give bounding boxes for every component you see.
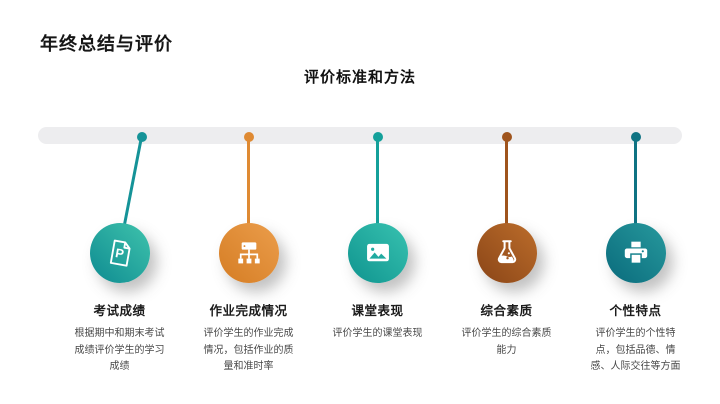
homework-completion-circle — [218, 223, 279, 283]
printer-icon — [624, 241, 647, 265]
document-p-icon: P — [109, 239, 131, 267]
exam-scores-circle: P — [89, 223, 150, 283]
pendulum-line — [634, 137, 637, 230]
item-personality-traits: 个性特点 评价学生的个性特点，包括品德、情感、人际交往等方面 — [571, 0, 700, 404]
item-title: 考试成绩 — [93, 304, 146, 318]
item-description: 评价学生的综合素质能力 — [461, 328, 552, 356]
flask-icon — [497, 240, 516, 264]
item-title: 课堂表现 — [351, 304, 404, 318]
page-title: 年终总结与评价 — [40, 34, 173, 54]
personality-traits-circle — [605, 223, 666, 283]
evaluation-items: P 考试成绩 根据期中和期末考试成绩评价学生的学习成绩 作业完成情况 评价学生的… — [55, 0, 700, 404]
svg-text:P: P — [114, 246, 125, 261]
item-homework-completion: 作业完成情况 评价学生的作业完成情况，包括作业的质量和准时率 — [184, 0, 313, 404]
sitemap-icon — [237, 242, 260, 264]
item-exam-scores: P 考试成绩 根据期中和期末考试成绩评价学生的学习成绩 — [55, 0, 184, 404]
classroom-performance-circle — [347, 223, 408, 283]
item-description: 评价学生的作业完成情况，包括作业的质量和准时率 — [203, 328, 294, 372]
comprehensive-quality-circle — [476, 223, 537, 283]
pendulum-line — [247, 137, 250, 230]
item-title: 作业完成情况 — [209, 304, 288, 318]
item-title: 个性特点 — [609, 304, 662, 318]
item-title: 综合素质 — [480, 304, 533, 318]
item-classroom-performance: 课堂表现 评价学生的课堂表现 — [313, 0, 442, 404]
timeline-bar — [38, 127, 682, 144]
item-description: 评价学生的课堂表现 — [332, 328, 423, 339]
pendulum-line — [505, 137, 508, 230]
item-description: 评价学生的个性特点，包括品德、情感、人际交往等方面 — [590, 328, 681, 372]
item-comprehensive-quality: 综合素质 评价学生的综合素质能力 — [442, 0, 571, 404]
image-icon — [366, 243, 389, 262]
section-subtitle: 评价标准和方法 — [303, 69, 416, 86]
pendulum-line — [376, 137, 379, 230]
item-description: 根据期中和期末考试成绩评价学生的学习成绩 — [74, 328, 165, 372]
